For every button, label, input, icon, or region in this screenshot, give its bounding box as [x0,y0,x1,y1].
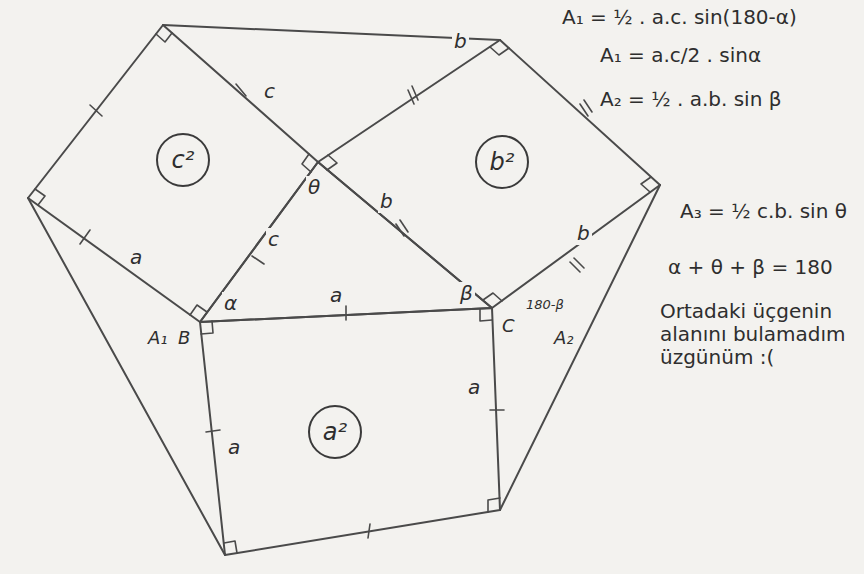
side-label: b [378,190,395,213]
square-area: c² [172,146,195,174]
vertex-label: A₁ [146,328,170,349]
circled-term: c² [156,133,210,187]
formula-label: A₃ = ½ c.b. sin θ [680,200,847,223]
vertex-label: B [176,328,192,349]
circled-term: a² [308,405,362,459]
square-area: b² [490,148,515,176]
vertex-label: A₂ [552,328,576,349]
side-label: c [266,228,281,251]
side-label: a [128,246,144,269]
side-label: a [328,284,344,307]
side-label: b [452,30,469,53]
note-label: Ortadaki üçgenin alanını bulamadım üzgün… [660,300,850,369]
outer-line [28,198,225,555]
angle-label: β [458,282,475,305]
angle-label: 180-β [524,298,566,313]
angle-label: θ [306,176,322,199]
side-label: a [226,436,242,459]
formula-label: A₁ = ½ . a.c. sin(180-α) [562,6,797,29]
formula-label: α + θ + β = 180 [668,256,833,279]
side-label: b [575,222,592,245]
tick-marks [80,84,592,538]
formula-label: A₂ = ½ . a.b. sin β [600,88,781,111]
outer-line [500,185,660,510]
circled-term: b² [475,135,529,189]
square-b [318,40,660,308]
outer-line [163,25,500,40]
formula-label: A₁ = a.c/2 . sinα [600,44,761,67]
vertex-label: C [500,316,517,337]
side-label: c [262,80,277,103]
square-area: a² [323,418,347,446]
right-angle-marks [35,33,651,553]
side-label: a [466,376,482,399]
square-a [200,308,500,555]
angle-label: α [222,292,239,315]
